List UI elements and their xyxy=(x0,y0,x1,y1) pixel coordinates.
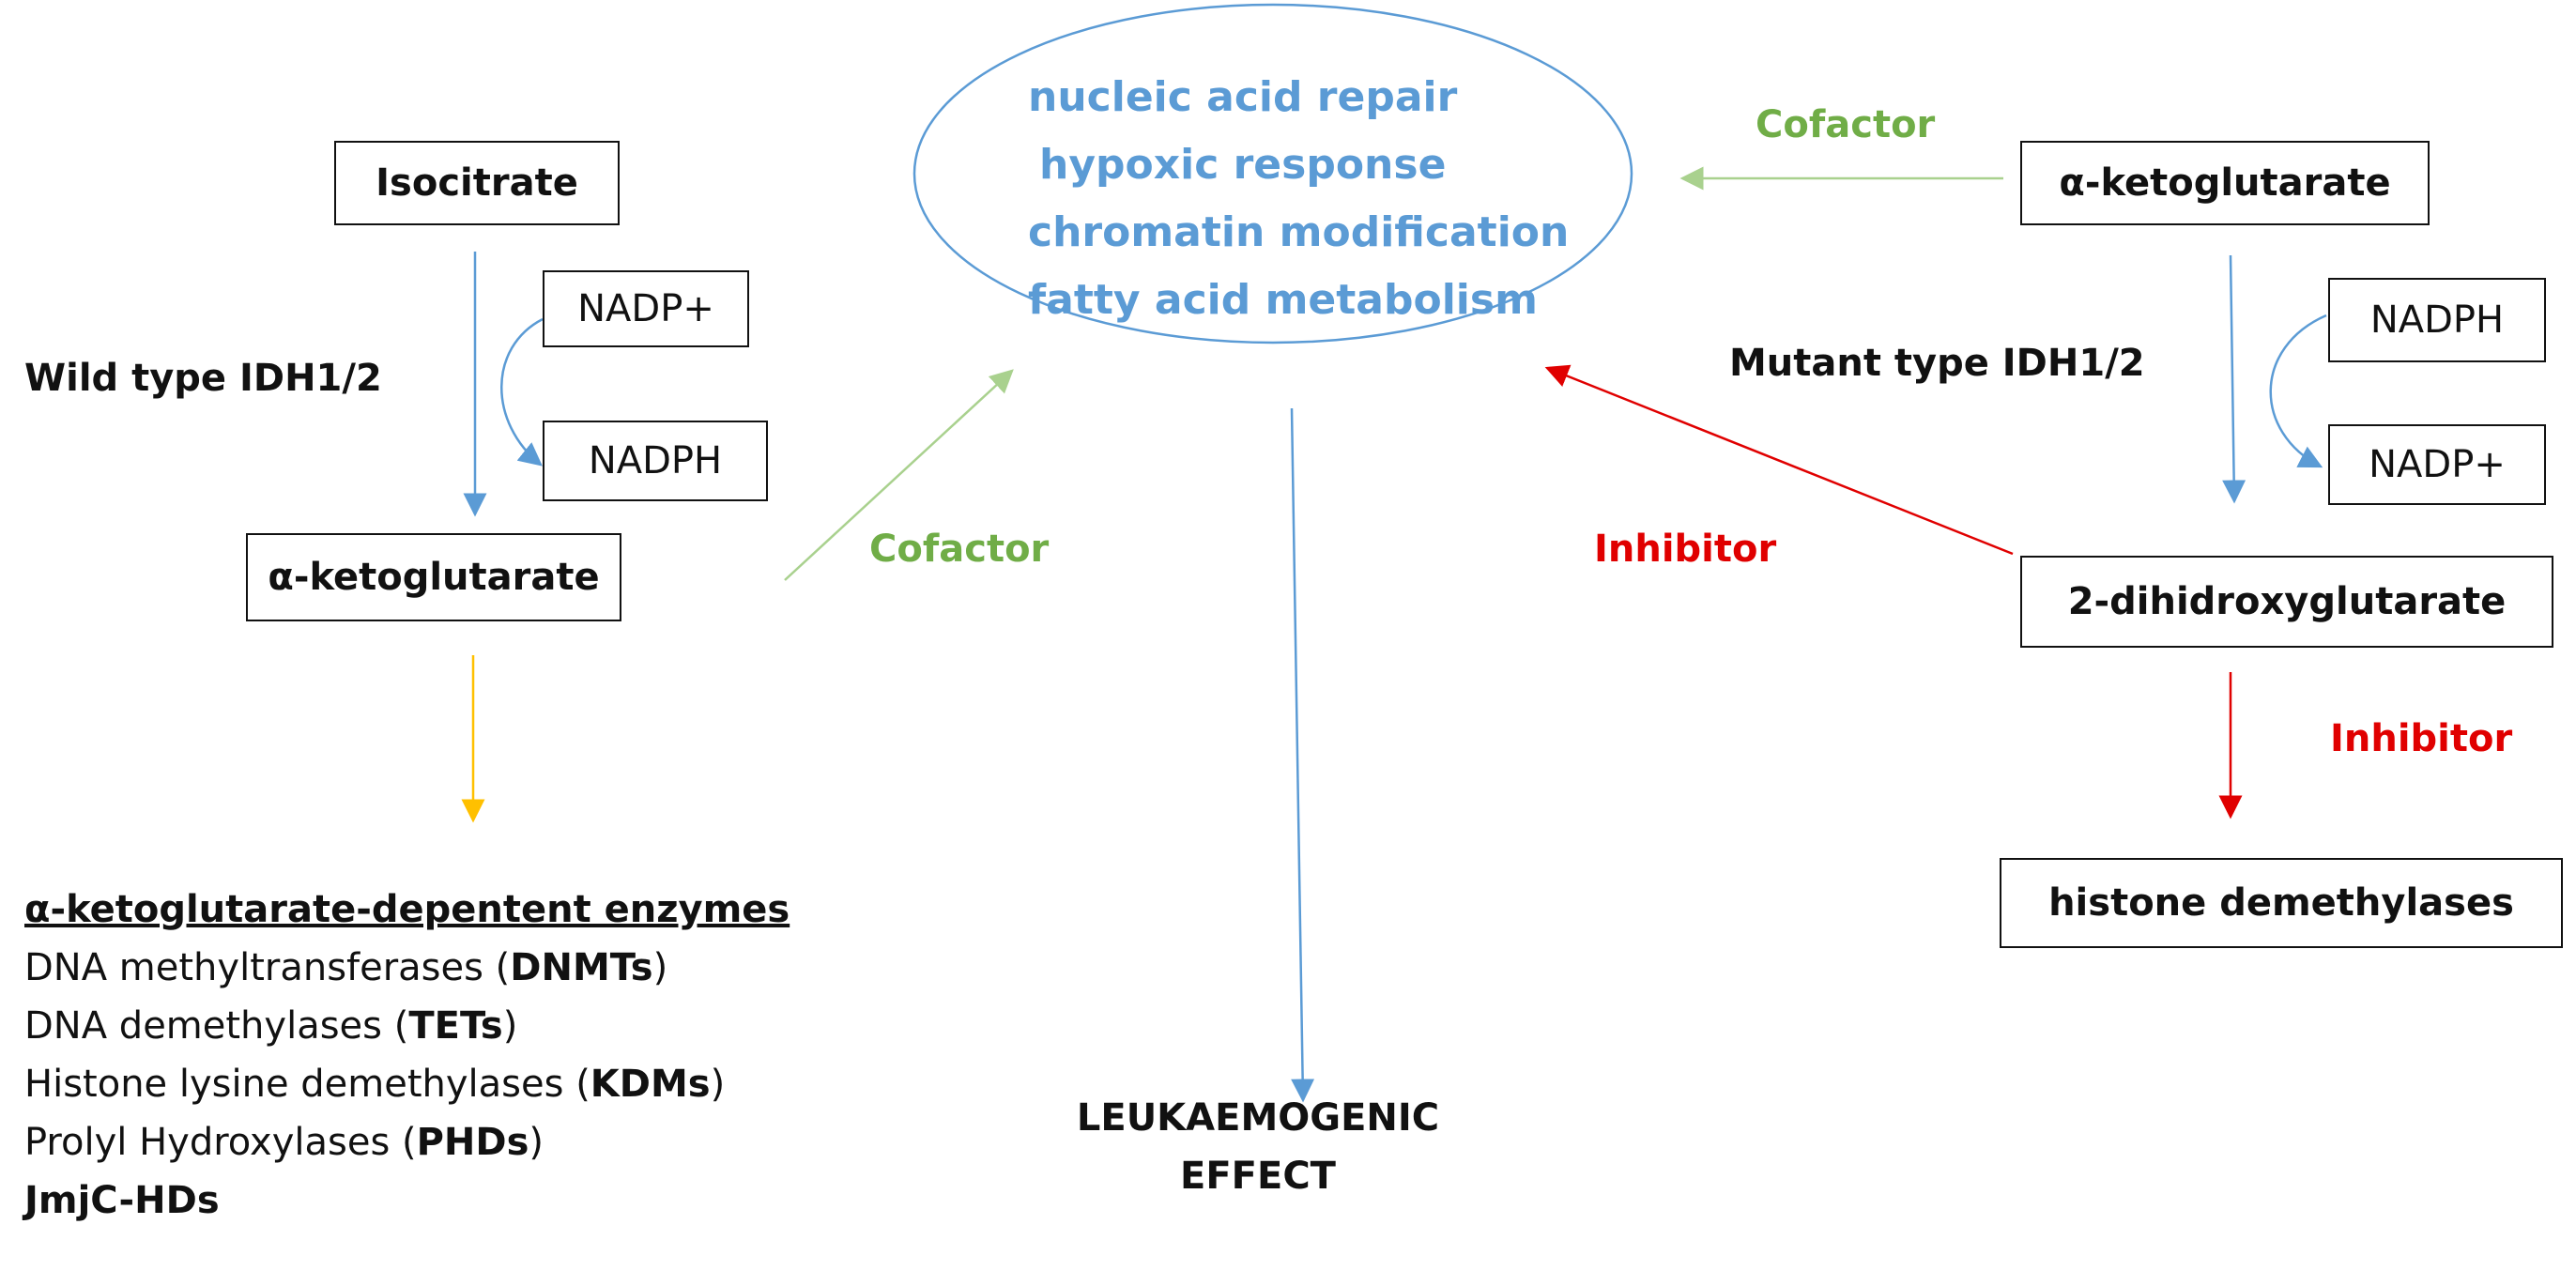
enzyme-item: DNA demethylases (TETs) xyxy=(24,997,790,1055)
enzyme-name: Histone lysine demethylases ( xyxy=(24,1063,590,1106)
enzyme-abbr: PHDs xyxy=(416,1121,529,1164)
arrow-inhibitor-mid xyxy=(1544,364,2014,556)
enzyme-item-last: JmjC-HDs xyxy=(24,1179,220,1222)
enzyme-close: ) xyxy=(529,1121,544,1164)
mutant-type-label: Mutant type IDH1/2 xyxy=(1729,342,2145,385)
cofactor-left-label: Cofactor xyxy=(869,528,1050,571)
histone-demethylases-box: histone demethylases xyxy=(2000,858,2563,948)
akg-right-box: α-ketoglutarate xyxy=(2020,141,2430,225)
arrow-akg-right-to-dhg xyxy=(2222,254,2246,504)
nadp-plus-right-box: NADP+ xyxy=(2328,424,2546,505)
nadph-left-box: NADPH xyxy=(543,421,768,501)
isocitrate-box: Isocitrate xyxy=(334,141,620,225)
enzyme-abbr: KDMs xyxy=(590,1063,711,1106)
effect-line: EFFECT xyxy=(1180,1155,1336,1198)
ellipse-text: nucleic acid repair hypoxic response chr… xyxy=(1028,64,1569,334)
ellipse-line: chromatin modification xyxy=(1028,208,1570,256)
enzymes-header: α-ketoglutarate-depentent enzymes xyxy=(24,888,790,931)
nadp-plus-left-box: NADP+ xyxy=(543,270,749,347)
enzyme-abbr: TETs xyxy=(408,1004,503,1048)
enzymes-list: α-ketoglutarate-depentent enzymes DNA me… xyxy=(24,880,790,1230)
ellipse-line: fatty acid metabolism xyxy=(1028,276,1538,324)
ellipse-line: hypoxic response xyxy=(1039,141,1447,189)
enzyme-close: ) xyxy=(652,946,668,989)
arrow-cofactor-left xyxy=(784,369,1014,581)
arrow-nadph-to-nadp-right xyxy=(2269,314,2327,468)
enzyme-close: ) xyxy=(502,1004,518,1048)
wild-type-label: Wild type IDH1/2 xyxy=(24,357,382,400)
enzyme-item: DNA methyltransferases (DNMTs) xyxy=(24,939,790,997)
enzyme-name: Prolyl Hydroxylases ( xyxy=(24,1121,417,1164)
enzyme-close: ) xyxy=(710,1063,726,1106)
enzyme-item: Histone lysine demethylases (KDMs) xyxy=(24,1055,790,1113)
cofactor-top-label: Cofactor xyxy=(1756,103,1936,146)
enzyme-abbr: DNMTs xyxy=(510,946,653,989)
nadph-right-box: NADPH xyxy=(2328,278,2546,362)
process-ellipse xyxy=(912,3,1633,344)
effect-line: LEUKAEMOGENIC xyxy=(1076,1096,1440,1140)
enzyme-name: DNA methyltransferases ( xyxy=(24,946,511,989)
arrow-ellipse-to-effect xyxy=(1290,407,1315,1103)
inhibitor-mid-label: Inhibitor xyxy=(1594,528,1777,571)
dhg-box: 2-dihidroxyglutarate xyxy=(2020,556,2553,648)
ellipse-line: nucleic acid repair xyxy=(1028,73,1458,121)
enzyme-name: DNA demethylases ( xyxy=(24,1004,409,1048)
akg-left-box: α-ketoglutarate xyxy=(246,533,621,621)
arrow-nadp-to-nadph-left xyxy=(500,317,544,467)
leukaemogenic-effect: LEUKAEMOGENIC EFFECT xyxy=(1023,1089,1493,1205)
inhibitor-right-label: Inhibitor xyxy=(2330,717,2513,760)
enzyme-item: Prolyl Hydroxylases (PHDs) xyxy=(24,1113,790,1171)
